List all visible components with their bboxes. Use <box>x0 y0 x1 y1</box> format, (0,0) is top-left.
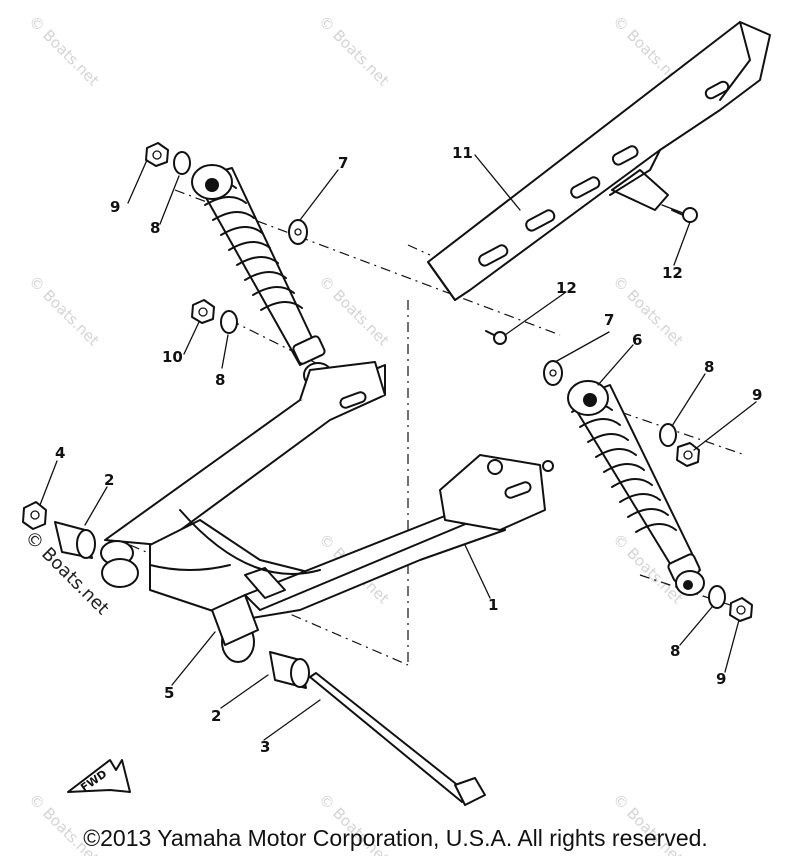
forward-arrow-icon: FWD <box>67 759 131 794</box>
callout-3: 3 <box>260 738 270 756</box>
bolt-12-upper <box>661 204 698 223</box>
washer-8-lower <box>708 585 726 609</box>
shock-absorber-left <box>191 164 333 388</box>
nut-9-lower <box>729 597 753 622</box>
nut-10 <box>191 299 215 324</box>
pivot-shaft <box>309 672 486 806</box>
nut-4 <box>22 501 47 530</box>
nut-9-upper <box>145 142 169 167</box>
callout-1: 1 <box>488 596 498 614</box>
callout-6: 6 <box>632 331 642 349</box>
callout-9: 9 <box>752 386 762 404</box>
nut-9-right <box>676 442 700 467</box>
copyright-notice: ©2013 Yamaha Motor Corporation, U.S.A. A… <box>83 825 708 851</box>
leader-lines <box>39 154 757 741</box>
watermark-text: © Boats.net <box>25 272 103 350</box>
callout-5: 5 <box>164 684 174 702</box>
callout-4: 4 <box>55 444 65 462</box>
callout-numbers: 9 8 7 10 8 11 12 12 7 6 8 9 4 2 1 5 2 3 … <box>55 144 762 756</box>
watermark-text: © Boats.net <box>25 12 103 90</box>
callout-8: 8 <box>150 219 160 237</box>
washer-8-right <box>659 423 677 447</box>
collar-2-upper <box>54 521 96 559</box>
callout-11: 11 <box>452 144 473 162</box>
callout-9: 9 <box>110 198 120 216</box>
callout-8: 8 <box>215 371 225 389</box>
collar-2-lower <box>269 651 310 689</box>
callout-7: 7 <box>604 311 614 329</box>
rear-arm <box>100 361 554 663</box>
chain-case <box>427 21 771 301</box>
washer-7-right <box>543 360 563 386</box>
watermark-text: © Boats.net <box>609 272 687 350</box>
callout-2: 2 <box>104 471 114 489</box>
callout-8: 8 <box>704 358 714 376</box>
callout-2: 2 <box>211 707 221 725</box>
callout-9: 9 <box>716 670 726 688</box>
watermark-text: © Boats.net <box>315 272 393 350</box>
washer-8-upper <box>173 151 191 175</box>
callout-10: 10 <box>162 348 183 366</box>
shock-absorber-right <box>567 380 705 596</box>
bolt-12-lower <box>485 330 507 345</box>
washer-7-upper <box>288 219 308 245</box>
callout-12: 12 <box>556 279 577 297</box>
callout-7: 7 <box>338 154 348 172</box>
pivot-bracket <box>211 594 259 646</box>
washer-8-left <box>220 310 238 334</box>
watermark-text: © Boats.net <box>315 12 393 90</box>
callout-8: 8 <box>670 642 680 660</box>
callout-12: 12 <box>662 264 683 282</box>
